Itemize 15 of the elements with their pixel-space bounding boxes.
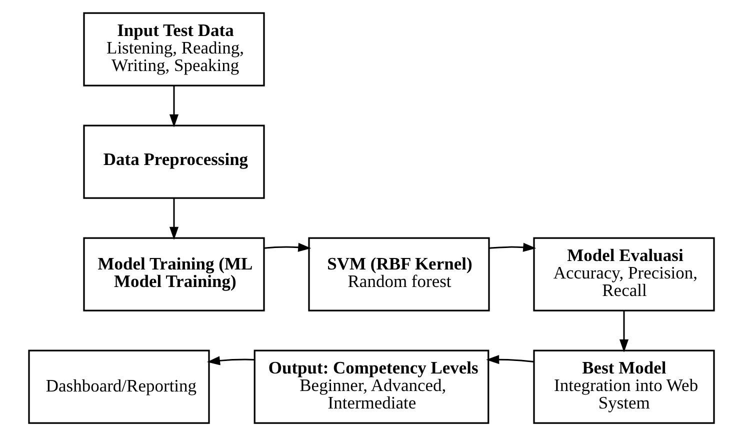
arrow xyxy=(488,242,536,252)
arrow xyxy=(264,242,311,252)
arrow xyxy=(168,86,178,128)
node-box: Model Evaluasi Accuracy, Precision, Recall xyxy=(532,237,714,312)
node-box: Dashboard/Reporting xyxy=(28,350,210,424)
node-box: Output: Competency Levels Beginner, Advanced, Intermediate xyxy=(253,350,489,424)
node-box: Model Training (ML Model Training) xyxy=(82,237,264,312)
node-box: Input Test Data Listening, Reading, Writing, Speaking xyxy=(82,12,264,86)
arrow xyxy=(206,356,254,366)
node-box: Data Preprocessing xyxy=(82,124,264,199)
node-box: SVM (RBF Kernel) Random forest xyxy=(308,237,490,312)
arrow xyxy=(168,198,178,240)
arrow xyxy=(618,310,628,352)
arrow xyxy=(486,355,534,364)
node-box: Best Model Integration into Web System xyxy=(532,350,714,424)
